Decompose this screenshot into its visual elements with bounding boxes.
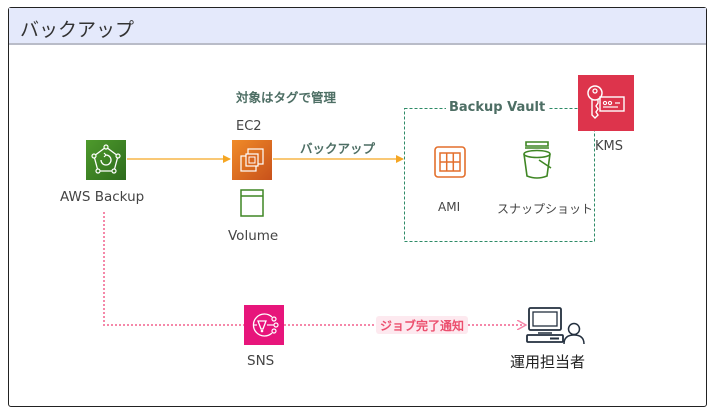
ebs-volume-icon [240,189,264,217]
page-title: バックアップ [20,19,135,41]
ami-icon [434,146,466,178]
ami-node[interactable] [433,145,467,179]
aws-backup-icon [91,144,121,174]
tag-managed-note: 対象はタグで管理 [236,90,337,105]
aws-backup-label: AWS Backup [60,189,145,205]
aws-backup-node[interactable] [86,140,126,180]
snapshot-label: スナップショット [497,202,594,216]
title-bar: バックアップ [9,8,706,45]
ami-label: AMI [438,200,461,214]
operator-node[interactable] [526,306,586,346]
snapshot-node[interactable] [517,138,557,182]
kms-node[interactable] [578,75,634,131]
sns-icon [252,313,279,337]
kms-label: KMS [595,139,623,154]
bucket-snapshot-icon [523,141,552,179]
job-complete-notification-label: ジョブ完了通知 [379,319,464,333]
operator-label: 運用担当者 [510,353,586,371]
sns-node[interactable] [244,305,284,345]
kms-key-icon [587,85,625,119]
volume-label: Volume [228,228,279,244]
volume-node[interactable] [238,188,266,218]
sns-label: SNS [247,353,275,369]
ec2-node[interactable] [232,140,272,180]
backup-vault-title: Backup Vault [446,100,549,115]
operator-computer-icon [526,307,585,345]
diagram-frame: バックアップ [8,7,707,407]
ec2-label: EC2 [236,119,262,134]
backup-arrow-label: バックアップ [300,141,376,156]
arrow-backup-to-sns [103,212,244,326]
job-complete-notification-badge: ジョブ完了通知 [376,316,468,334]
ec2-instance-icon [240,148,264,172]
